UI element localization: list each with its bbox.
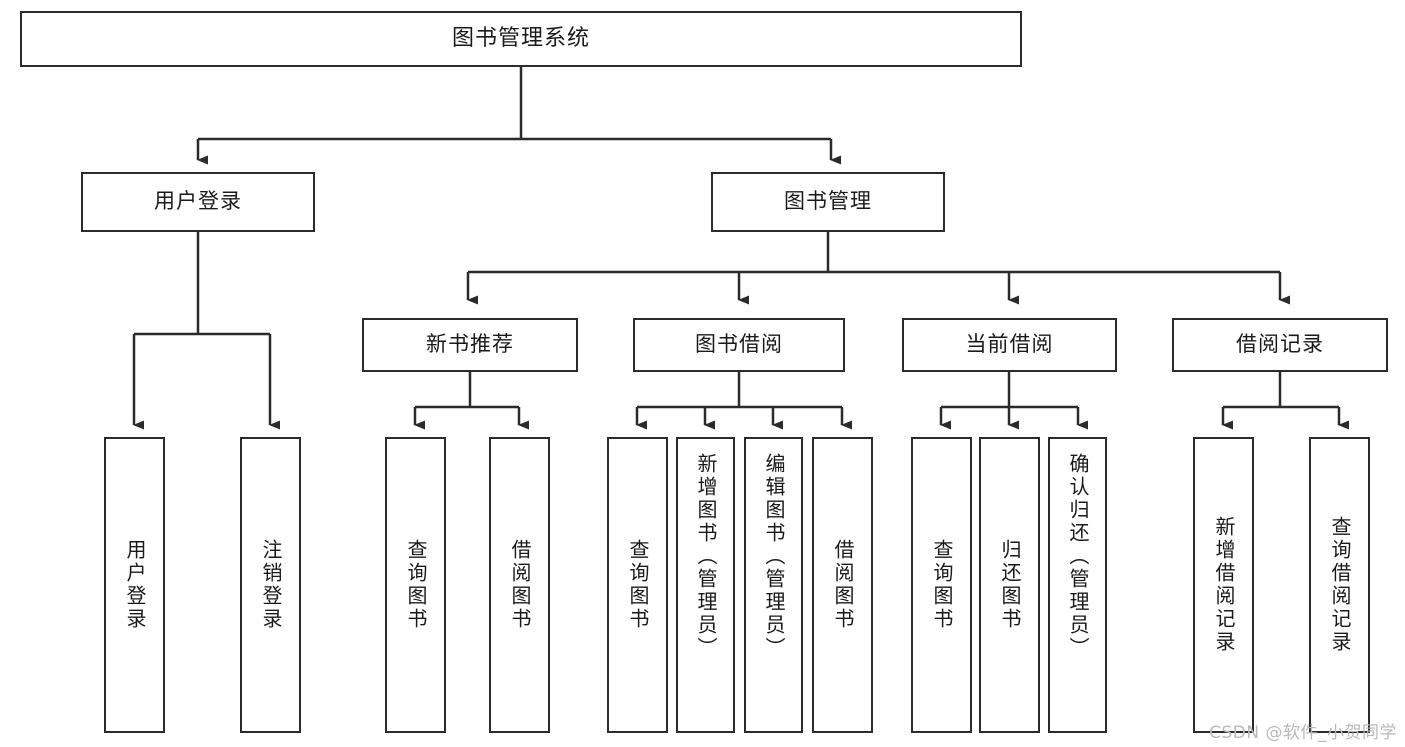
node-current-borrowing[interactable]: 当前借阅 <box>902 318 1117 372</box>
node-label: 用户登录 <box>154 189 242 214</box>
leaf-current-borrow-return-books[interactable]: 归还图书 <box>979 437 1040 733</box>
node-label: 图书管理 <box>784 189 872 214</box>
node-label: 新增图书（管理员） <box>694 453 718 660</box>
node-label: 借阅记录 <box>1236 332 1324 357</box>
node-label: 当前借阅 <box>965 332 1054 357</box>
leaf-borrow-record-query-record[interactable]: 查询借阅记录 <box>1309 437 1370 733</box>
leaf-user-login-login[interactable]: 用户登录 <box>104 437 165 733</box>
leaf-borrow-record-add-record[interactable]: 新增借阅记录 <box>1193 437 1254 733</box>
leaf-current-borrow-query-books[interactable]: 查询图书 <box>911 437 972 733</box>
node-label: 注销登录 <box>259 539 283 631</box>
node-label: 编辑图书（管理员） <box>762 453 786 660</box>
leaf-user-login-logout[interactable]: 注销登录 <box>240 437 301 733</box>
leaf-new-book-borrow-books[interactable]: 借阅图书 <box>489 437 550 733</box>
node-label: 查询图书 <box>626 539 650 631</box>
node-label: 查询图书 <box>930 539 954 631</box>
node-label: 图书借阅 <box>695 332 783 357</box>
node-label: 新增借阅记录 <box>1212 516 1236 654</box>
leaf-current-borrow-confirm-return-admin[interactable]: 确认归还（管理员） <box>1048 437 1107 733</box>
node-label: 图书管理系统 <box>451 25 590 51</box>
node-label: 借阅图书 <box>508 539 532 631</box>
node-label: 确认归还（管理员） <box>1066 453 1090 660</box>
node-label: 归还图书 <box>998 539 1022 631</box>
node-label: 用户登录 <box>123 539 147 631</box>
node-label: 查询借阅记录 <box>1328 516 1352 654</box>
node-book-management[interactable]: 图书管理 <box>711 172 945 232</box>
node-user-login[interactable]: 用户登录 <box>81 172 315 232</box>
node-label: 查询图书 <box>404 539 428 631</box>
leaf-book-borrow-borrow-books[interactable]: 借阅图书 <box>812 437 873 733</box>
node-new-book-recommendation[interactable]: 新书推荐 <box>362 318 578 372</box>
node-root-book-management-system[interactable]: 图书管理系统 <box>20 11 1022 67</box>
node-book-borrowing[interactable]: 图书借阅 <box>633 318 845 372</box>
node-borrowing-record[interactable]: 借阅记录 <box>1172 318 1388 372</box>
leaf-new-book-query-books[interactable]: 查询图书 <box>385 437 446 733</box>
leaf-book-borrow-query-books[interactable]: 查询图书 <box>607 437 668 733</box>
node-label: 新书推荐 <box>426 332 514 357</box>
leaf-book-borrow-add-book-admin[interactable]: 新增图书（管理员） <box>676 437 735 733</box>
node-label: 借阅图书 <box>831 539 855 631</box>
csdn-watermark: CSDN @软件_小贺同学 <box>1209 723 1397 743</box>
leaf-book-borrow-edit-book-admin[interactable]: 编辑图书（管理员） <box>744 437 803 733</box>
